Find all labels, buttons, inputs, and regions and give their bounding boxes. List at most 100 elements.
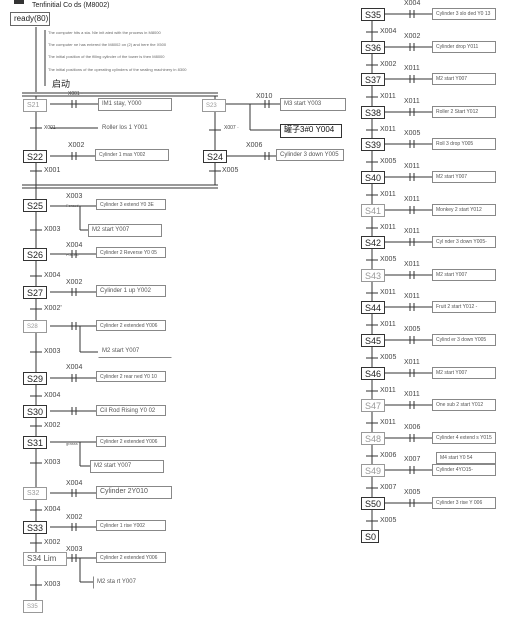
step-s29[interactable]: S29: [23, 372, 47, 385]
action-s25: Cylinder 3 extend Y0 3E: [96, 199, 166, 210]
cond-s22: X002: [68, 142, 85, 149]
step-s37[interactable]: S37: [361, 73, 385, 86]
trans-s36: X002: [380, 61, 397, 68]
action-s42: Cyl nder 3 down Y005-: [432, 236, 496, 248]
cond-s46: X011: [404, 359, 420, 366]
sub-s26: Forced: [66, 252, 79, 257]
step-s41[interactable]: S41: [361, 204, 385, 217]
cond-s25: X003: [66, 193, 83, 200]
cond-s41: X011: [404, 196, 420, 203]
step-s30[interactable]: S30: [23, 405, 47, 418]
action-s25-2: M2 start Y007: [88, 224, 162, 237]
trans-s45: X005: [380, 354, 397, 361]
action-s38: Roller 2 Start Y012: [432, 106, 496, 118]
step-s33[interactable]: S33: [23, 521, 47, 534]
cond-s23-b: X007 ·: [224, 125, 239, 131]
trans-s34: X003: [44, 581, 61, 588]
trans-s46: X011: [380, 387, 396, 394]
start-label: 启动: [52, 79, 71, 89]
trans-s37: X011: [380, 93, 396, 100]
window-icon: [14, 0, 24, 4]
trans-s50: X005: [380, 517, 397, 524]
action-s35: Cylinder 3 slo ded Y0 13: [432, 8, 496, 20]
action-s48-2: M4 start Y0 54: [436, 452, 496, 464]
action-s47: One sub 2 start Y012: [432, 399, 496, 411]
init-note-2: The computer ne has entered the M8002 on…: [48, 42, 167, 47]
action-s31: Cylinder 2 extended Y006: [96, 436, 166, 447]
cond-s21-b: X001: [44, 125, 56, 131]
step-s47[interactable]: S47: [361, 399, 385, 412]
step-s28[interactable]: S28: [23, 320, 47, 333]
cond-s23-a: X010: [256, 93, 273, 100]
cond-s50: X005: [404, 489, 421, 496]
trans-s42: X005: [380, 256, 397, 263]
action-s40: M2 start Y007: [432, 171, 496, 183]
action-s50: Cylinder 3 rise Y 006: [432, 497, 496, 509]
trans-s28: X003: [44, 348, 61, 355]
step-s23[interactable]: S23: [202, 99, 226, 112]
cond-s45: X005: [404, 326, 421, 333]
step-s46[interactable]: S46: [361, 367, 385, 380]
step-s26[interactable]: S26: [23, 248, 47, 261]
cond-s34: X003: [66, 546, 83, 553]
step-s27[interactable]: S27: [23, 286, 47, 299]
step-s34[interactable]: S34 Lim: [23, 552, 67, 566]
action-s26: Cylinder 2 Reverse Y0 05: [96, 247, 166, 258]
cond-s39: X005: [404, 130, 421, 137]
trans-s27: X002': [44, 305, 62, 312]
cond-s27: X002: [66, 279, 83, 286]
trans-s40: X011: [380, 191, 396, 198]
step-s45[interactable]: S45: [361, 334, 385, 347]
step-s31[interactable]: S31: [23, 436, 47, 449]
action-s33: Cylinder 1 rise Y002: [96, 520, 166, 531]
step-s43[interactable]: S43: [361, 269, 385, 282]
cond-s24: X006: [246, 142, 263, 149]
trans-s44: X011: [380, 321, 396, 328]
step-s44[interactable]: S44: [361, 301, 385, 314]
cond-s38: X011: [404, 98, 420, 105]
cond-s47: X011: [404, 391, 420, 398]
action-s44: Fruit 2 start Y012 -: [432, 301, 496, 313]
trans-s33: X002: [44, 539, 61, 546]
step-s21[interactable]: S21: [23, 99, 47, 112]
trans-s38: X011: [380, 126, 396, 133]
step-s32[interactable]: S32: [23, 487, 47, 500]
action-s31-2: M2 start Y007: [90, 460, 164, 473]
trans-s30: X002: [44, 422, 61, 429]
cond-s35: X004: [404, 0, 421, 7]
step-s35[interactable]: S35: [361, 8, 385, 21]
action-s39: Roll 3 drop Y005: [432, 138, 496, 150]
step-s48[interactable]: S48: [361, 432, 385, 445]
trans-s26: X004: [44, 272, 61, 279]
action-s30: Cil Rod Rising Y0 02: [96, 405, 166, 416]
cond-s33: X002: [66, 514, 83, 521]
step-s38[interactable]: S38: [361, 106, 385, 119]
step-s36[interactable]: S36: [361, 41, 385, 54]
step-s24[interactable]: S24: [203, 150, 227, 163]
action-s34: Cylinder 2 extended Y006: [96, 552, 166, 563]
sub-s31: grasss: [66, 441, 78, 446]
ready-step[interactable]: ready(80): [10, 12, 50, 26]
step-s22[interactable]: S22: [23, 150, 47, 163]
cond-s26: X004: [66, 242, 83, 249]
step-s35-left[interactable]: S35: [23, 600, 43, 613]
trans-s49: X007: [380, 484, 397, 491]
trans-s47: X011: [380, 419, 396, 426]
action-s29: Cylinder 2 rear ned Y0 10: [96, 371, 166, 382]
cond-s44: X011: [404, 293, 420, 300]
step-s40[interactable]: S40: [361, 171, 385, 184]
trans-s22: X001: [44, 167, 61, 174]
trans-s29: X004: [44, 392, 61, 399]
cond-s32: X004: [66, 480, 83, 487]
action-s28-2: M2 start Y007: [98, 345, 172, 358]
step-s50[interactable]: S50: [361, 497, 385, 510]
cond-s40: X011: [404, 163, 420, 170]
step-s25[interactable]: S25: [23, 199, 47, 212]
cond-s36: X002: [404, 33, 421, 40]
step-s49[interactable]: S49: [361, 464, 385, 477]
step-s39[interactable]: S39: [361, 138, 385, 151]
action-s43: M2 start Y007: [432, 269, 496, 281]
action-s49: Cylinder 4YO15-: [432, 464, 496, 476]
step-s0[interactable]: S0: [361, 530, 379, 543]
step-s42[interactable]: S42: [361, 236, 385, 249]
